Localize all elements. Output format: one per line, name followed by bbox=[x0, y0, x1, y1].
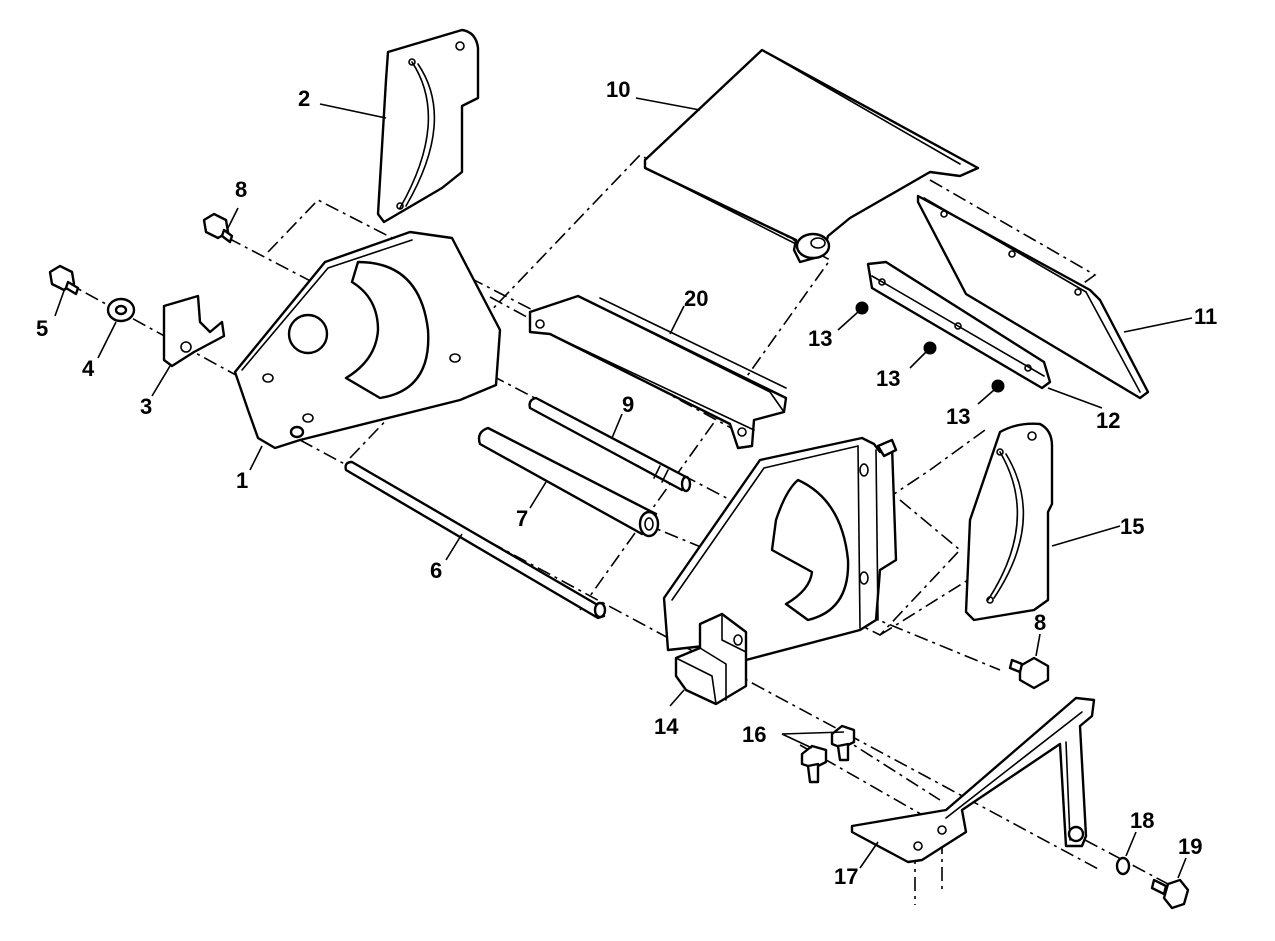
cover-plate-upper bbox=[376, 28, 480, 224]
callout-13-b: 13 bbox=[876, 366, 900, 391]
bolts-pair bbox=[800, 724, 856, 784]
callout-18: 18 bbox=[1130, 808, 1154, 833]
callout-3: 3 bbox=[140, 394, 152, 419]
mounting-bracket bbox=[850, 696, 1096, 864]
callout-19: 19 bbox=[1178, 834, 1202, 859]
washer bbox=[106, 297, 136, 323]
callout-16: 16 bbox=[742, 722, 766, 747]
callout-8-lower: 8 bbox=[1034, 610, 1046, 635]
side-plate-left bbox=[233, 230, 502, 450]
callout-1: 1 bbox=[236, 468, 248, 493]
callout-10: 10 bbox=[606, 77, 630, 102]
side-plate-right bbox=[662, 436, 898, 662]
callout-20: 20 bbox=[684, 286, 708, 311]
callout-11: 11 bbox=[1194, 304, 1217, 329]
callout-14: 14 bbox=[654, 714, 679, 739]
bolt-left bbox=[48, 264, 80, 296]
cover-plate-lower bbox=[964, 422, 1054, 622]
callout-13-c: 13 bbox=[946, 404, 970, 429]
clamp-block bbox=[674, 612, 748, 706]
callout-12: 12 bbox=[1096, 408, 1120, 433]
callout-7: 7 bbox=[516, 506, 528, 531]
bolt-lower bbox=[1008, 656, 1050, 690]
rod-long bbox=[344, 460, 607, 620]
callout-6: 6 bbox=[430, 558, 442, 583]
angle-strip bbox=[866, 260, 1052, 390]
threaded-shaft bbox=[528, 396, 692, 493]
bolt-right bbox=[1150, 878, 1190, 910]
callout-labels: 2 8 5 4 3 1 6 7 8 9 10 11 12 13 13 13 14… bbox=[36, 77, 1217, 889]
roller-tube bbox=[477, 426, 660, 538]
washer-small bbox=[1115, 856, 1131, 876]
callout-2: 2 bbox=[298, 86, 310, 111]
callout-17: 17 bbox=[834, 864, 858, 889]
bracket-small bbox=[162, 294, 226, 368]
leader-lines bbox=[54, 97, 1193, 879]
top-cover bbox=[643, 48, 980, 264]
deflector-panel bbox=[916, 194, 1150, 400]
callout-15: 15 bbox=[1120, 514, 1144, 539]
callout-4: 4 bbox=[82, 356, 95, 381]
cross-channel bbox=[528, 294, 788, 450]
callout-13-a: 13 bbox=[808, 326, 832, 351]
callout-5: 5 bbox=[36, 316, 48, 341]
callout-9: 9 bbox=[622, 392, 634, 417]
callout-8-upper: 8 bbox=[235, 177, 247, 202]
nuts bbox=[855, 301, 1005, 393]
bolt-upper bbox=[202, 212, 234, 244]
